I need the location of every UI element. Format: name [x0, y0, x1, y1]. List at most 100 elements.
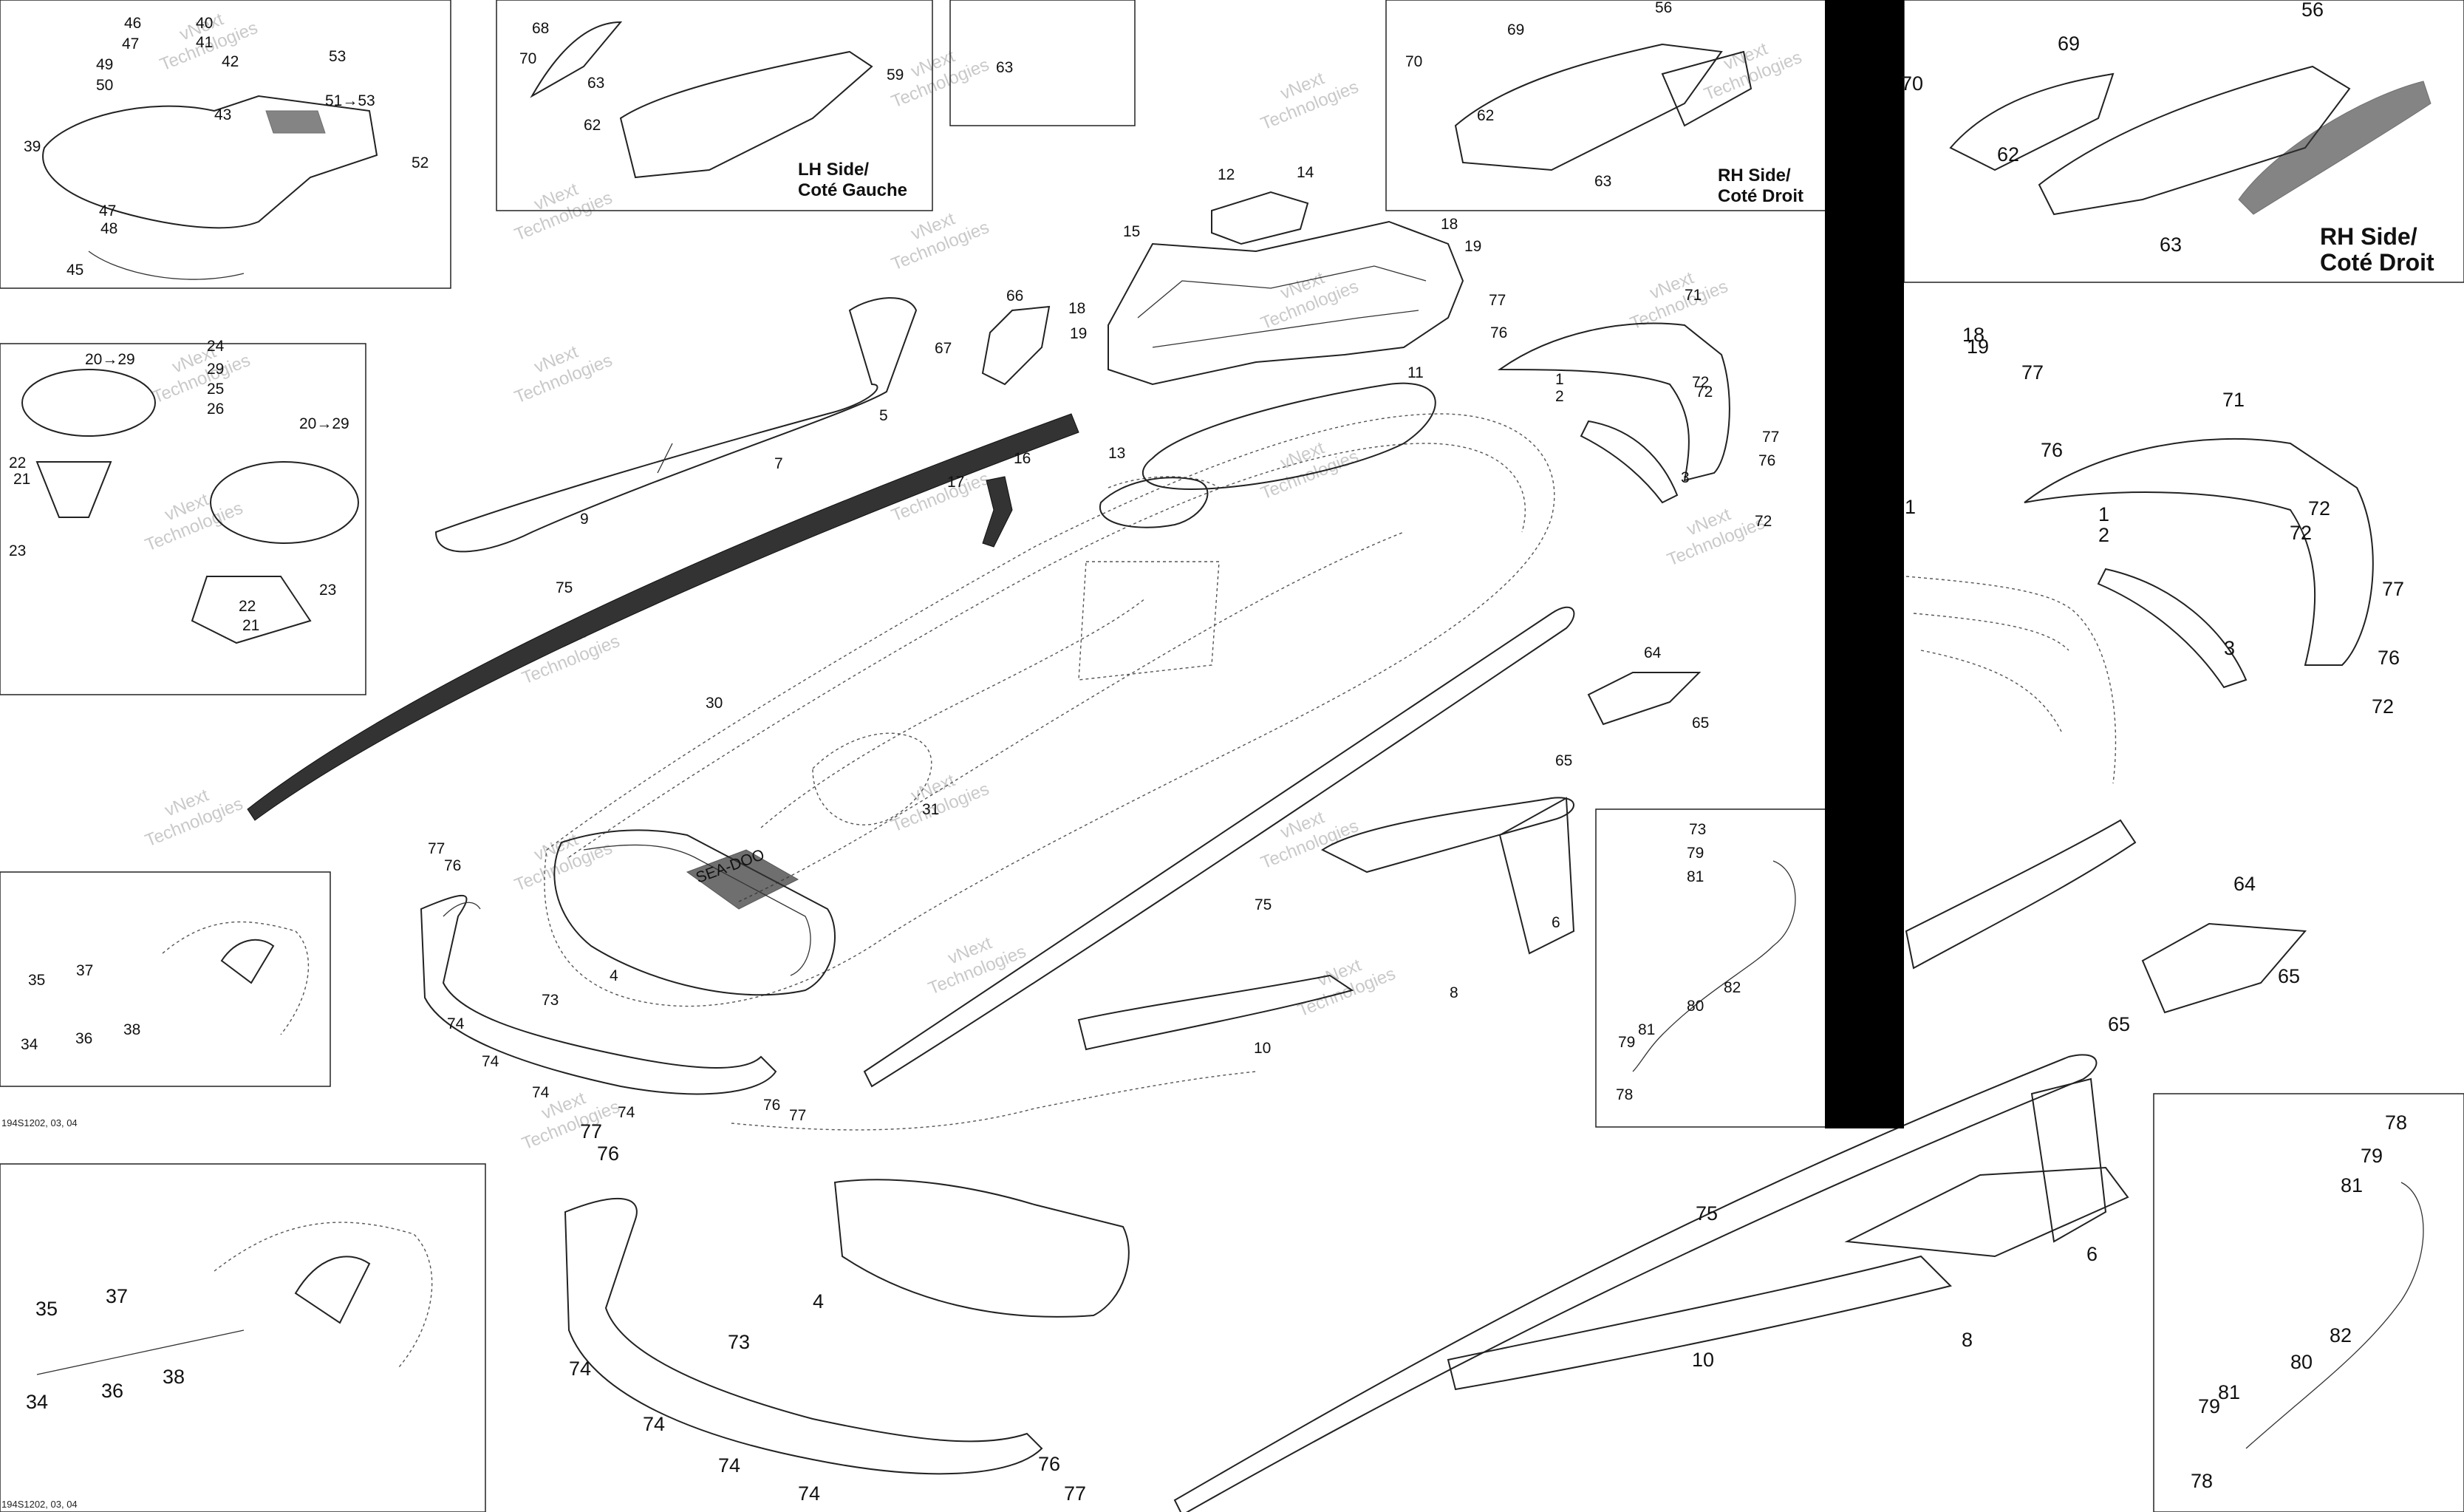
part-number-label: 23 — [319, 582, 336, 599]
part-number-label: 78 — [1616, 1086, 1633, 1103]
part-number-label: 22 — [239, 598, 256, 615]
part-number-label: 38 — [123, 1021, 140, 1038]
part-number-label: 25 — [207, 381, 224, 398]
part-number-label: 42 — [222, 53, 239, 70]
part-number-label: 59 — [887, 67, 904, 84]
part-number-label: 18 — [1441, 216, 1458, 233]
part-number-label: 63 — [996, 59, 1013, 76]
part-number-label: 73 — [1689, 821, 1706, 838]
caption-lh-line1: LH Side/ — [798, 160, 869, 180]
part-number-label: 21 — [13, 471, 30, 488]
part-number-label: 74 — [482, 1053, 499, 1070]
part-number-label: 8 — [1450, 984, 1458, 1001]
part-number-label: 72 — [1692, 374, 1709, 391]
part-number-label: 23 — [9, 542, 26, 559]
part-number-label: 16 — [1014, 450, 1031, 467]
part-number-label: 65 — [2278, 965, 2300, 987]
part-number-label: 79 — [2361, 1145, 2383, 1167]
diagram-code-a: 194S1202, 03, 04 — [1, 1117, 78, 1128]
part-number-label: 36 — [75, 1030, 92, 1047]
part-number-label: 77 — [2021, 361, 2044, 384]
part-number-label: 10 — [1692, 1349, 1714, 1371]
part-number-label: 82 — [2330, 1324, 2352, 1346]
part-number-label: 80 — [1687, 998, 1704, 1015]
part-number-label: 51→53 — [325, 92, 375, 109]
part-number-label: 81 — [2341, 1174, 2363, 1196]
part-number-label: 76 — [1758, 452, 1775, 469]
part-number-label: 62 — [1997, 143, 2019, 166]
part-number-label: 6 — [2086, 1243, 2098, 1265]
part-number-label: 74 — [643, 1413, 665, 1435]
part-number-label: 38 — [163, 1366, 185, 1388]
frame-fuel-caps — [0, 343, 366, 695]
part-number-label: 48 — [100, 220, 117, 237]
part-number-label: 31 — [922, 801, 939, 818]
part-number-label: 45 — [66, 262, 83, 279]
part-number-label: 15 — [1123, 223, 1140, 240]
part-number-label: 13 — [1108, 445, 1125, 462]
part-number-label: 65 — [1692, 715, 1709, 732]
part-number-label: 17 — [947, 474, 964, 491]
part-number-label: 4 — [610, 967, 618, 984]
part-number-label: 53 — [329, 48, 346, 65]
part-number-label: 75 — [556, 579, 573, 596]
part-number-label: 80 — [2290, 1351, 2313, 1373]
diagram-code-b: 194S1202, 03, 04 — [1, 1499, 78, 1510]
frame-top-left — [0, 0, 451, 289]
part-number-label: 37 — [76, 962, 93, 979]
part-number-label: 5 — [879, 407, 888, 424]
part-number-label: 34 — [21, 1036, 38, 1053]
part-number-label: 74 — [447, 1015, 465, 1032]
part-number-label: 63 — [2160, 234, 2182, 256]
part-number-label: 30 — [706, 695, 723, 712]
frame-small-part — [949, 0, 1136, 126]
part-number-label: 64 — [1644, 644, 1662, 661]
part-number-label: 78 — [2385, 1111, 2407, 1134]
part-number-label: 72 — [2372, 695, 2394, 718]
part-number-label: 1 — [1555, 371, 1564, 388]
part-number-label: 36 — [101, 1380, 123, 1402]
part-number-label: 9 — [580, 511, 589, 528]
part-number-label: 75 — [1255, 896, 1272, 913]
part-number-label: 67 — [935, 340, 952, 357]
part-number-label: 2 — [2098, 524, 2109, 546]
part-number-label: 47 — [99, 202, 116, 219]
part-number-label: 1 — [2098, 503, 2109, 525]
part-number-label: 72 — [2308, 497, 2330, 520]
part-number-label: 63 — [587, 75, 604, 92]
part-number-label: 72 — [1755, 513, 1772, 530]
part-number-label: 56 — [2301, 0, 2324, 21]
part-number-label: 81 — [1687, 868, 1704, 885]
part-number-label: 69 — [1507, 21, 1524, 38]
caption-rh-zoom-line2: Coté Droit — [2320, 249, 2434, 276]
part-number-label: 68 — [532, 20, 549, 37]
caption-lh-line2: Coté Gauche — [798, 180, 907, 200]
part-number-label: 3 — [1681, 469, 1690, 486]
part-number-label: 72 — [1696, 384, 1713, 401]
part-number-label: 46 — [124, 15, 141, 32]
part-number-label: 70 — [1901, 72, 1923, 95]
part-number-label: 43 — [214, 106, 231, 123]
part-number-label: 73 — [728, 1331, 750, 1353]
part-number-label: 76 — [763, 1097, 780, 1114]
part-number-label: 35 — [35, 1298, 58, 1320]
part-number-label: 77 — [1489, 292, 1506, 309]
part-number-label: 65 — [2108, 1013, 2130, 1035]
caption-rh-line2: Coté Droit — [1718, 186, 1803, 206]
part-number-label: 79 — [2198, 1395, 2220, 1417]
part-number-label: 77 — [1762, 429, 1779, 446]
part-number-label: 56 — [1655, 0, 1672, 16]
part-number-label: 20→29 — [299, 415, 349, 432]
part-number-label: 81 — [2218, 1381, 2240, 1403]
caption-rh-line1: RH Side/ — [1718, 166, 1791, 185]
part-number-label: 76 — [1490, 324, 1507, 341]
part-number-label: 21 — [242, 617, 259, 634]
part-number-label: 62 — [1477, 107, 1494, 124]
part-number-label: 77 — [580, 1120, 602, 1142]
part-number-label: 20→29 — [85, 351, 135, 368]
part-number-label: 6 — [1552, 914, 1560, 931]
part-number-label: 74 — [718, 1454, 740, 1477]
part-number-label: 3 — [2224, 637, 2235, 659]
caption-rh-side-zoom: RH Side/ Coté Droit — [2320, 223, 2434, 276]
